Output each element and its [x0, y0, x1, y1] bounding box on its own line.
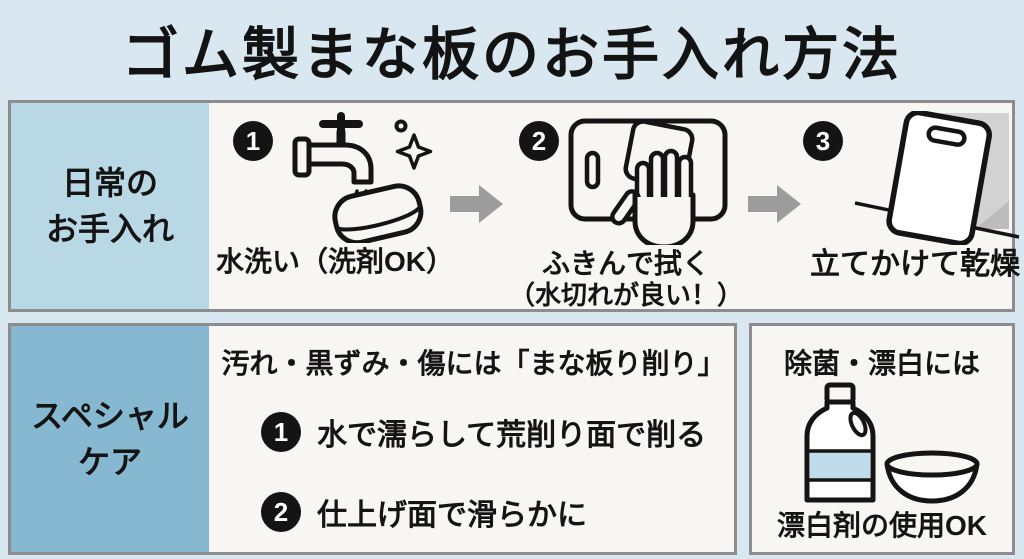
faucet-sponge-icon — [277, 111, 437, 243]
wipe-board-cloth-icon — [563, 111, 733, 245]
daily-step-3-caption: 立てかけて乾燥 — [810, 248, 1020, 281]
bleach-panel: 除菌・漂白には 漂白剤の使用OK — [749, 323, 1015, 555]
special-care-content: 汚れ・黒ずみ・傷には「まな板り削り」 1 水で濡らして荒削り面で削る 2 仕上げ… — [209, 326, 734, 552]
daily-step-1-head: 1 — [233, 111, 437, 243]
page-title: ゴム製まな板のお手入れ方法 — [122, 23, 902, 87]
title-bar: ゴム製まな板のお手入れ方法 — [0, 0, 1024, 100]
special-care-heading: 汚れ・黒ずみ・傷には「まな板り削り」 — [221, 348, 726, 379]
step-number-badge: 1 — [233, 121, 273, 161]
special-care-label: スペシャル ケア — [11, 326, 209, 552]
step-number-badge: 3 — [803, 121, 843, 161]
board-leaning-dry-icon — [847, 111, 1024, 245]
step-number-badge: 2 — [519, 121, 559, 161]
daily-step-1-caption: 水洗い（洗剤OK） — [216, 246, 455, 277]
daily-care-label-line2: お手入れ — [45, 211, 174, 247]
special-care-panel: スペシャル ケア 汚れ・黒ずみ・傷には「まな板り削り」 1 水で濡らして荒削り面… — [8, 323, 737, 555]
bleach-bottle-bowl-icon — [775, 382, 989, 504]
special-care-label-line1: スペシャル — [31, 397, 189, 434]
special-step-1: 1 水で濡らして荒削り面で削る — [261, 410, 730, 454]
daily-care-steps: 1 — [209, 103, 1024, 311]
daily-step-3-head: 3 — [803, 111, 1024, 245]
bleach-heading: 除菌・漂白には — [783, 348, 980, 379]
arrow-right-icon — [449, 183, 505, 225]
daily-step-2-caption-line1: ふきんで拭く — [541, 248, 710, 279]
special-step-2: 2 仕上げ面で滑らかに — [261, 490, 730, 534]
daily-step-2-caption-line2: （水切れが良い！） — [508, 280, 743, 311]
daily-care-label-line1: 日常の — [61, 164, 158, 201]
arrow-right-icon — [747, 183, 803, 225]
daily-step-2: 2 — [505, 111, 747, 311]
daily-care-panel: 日常の お手入れ 1 — [8, 100, 1020, 312]
step-number-badge: 2 — [261, 492, 301, 532]
special-care-label-line2: ケア — [77, 444, 142, 480]
special-step-1-text: 水で濡らして荒削り面で削る — [317, 419, 707, 452]
bleach-caption: 漂白剤の使用OK — [776, 510, 987, 541]
daily-care-label: 日常の お手入れ — [11, 103, 209, 309]
daily-step-2-head: 2 — [519, 111, 733, 245]
step-number-badge: 1 — [261, 412, 301, 452]
daily-step-1: 1 — [216, 111, 454, 278]
special-step-2-text: 仕上げ面で滑らかに — [317, 499, 587, 532]
daily-step-3: 3 立てかけて乾燥 — [803, 111, 1024, 282]
